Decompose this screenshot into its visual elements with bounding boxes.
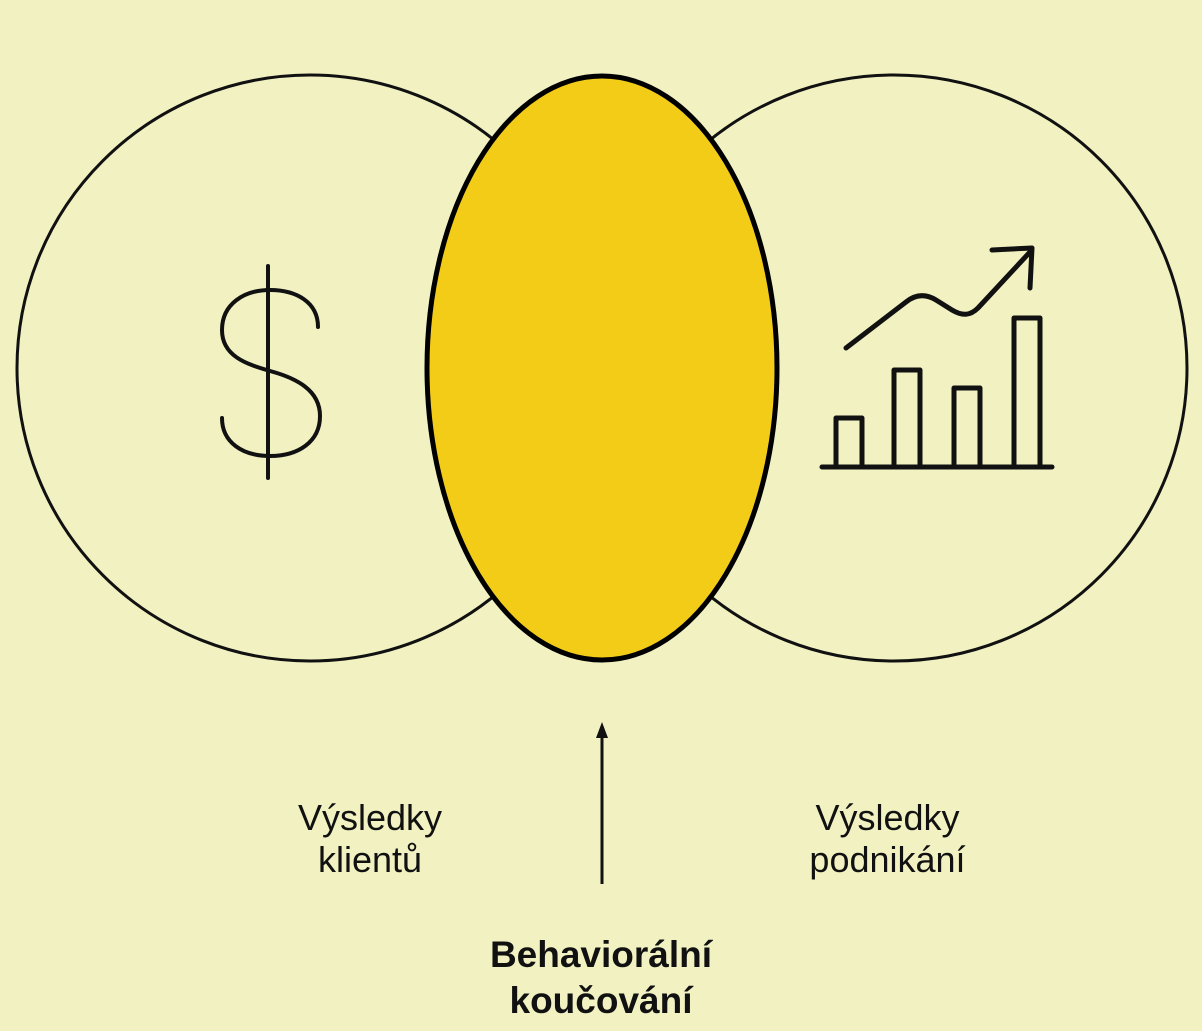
right-label-line1: Výsledky bbox=[815, 797, 960, 838]
left-label-line1: Výsledky bbox=[297, 797, 443, 838]
right-label-line2: podnikání bbox=[809, 839, 966, 880]
left-label-line2: klientů bbox=[317, 839, 423, 880]
chart-bar-1 bbox=[833, 415, 865, 470]
left-circle-label: Výsledky klientů bbox=[260, 797, 480, 881]
overlap-label: Behaviorální koučování bbox=[450, 932, 752, 1024]
chart-trend-line bbox=[843, 249, 1033, 351]
right-circle-label: Výsledky podnikání bbox=[770, 797, 1005, 881]
chart-bar-4 bbox=[1011, 315, 1043, 470]
chart-trend-arrowhead bbox=[989, 245, 1035, 291]
overlap-label-line2: koučování bbox=[509, 980, 693, 1021]
overlap-ellipse bbox=[424, 73, 780, 663]
up-arrow-icon bbox=[596, 722, 608, 884]
chart-bar-3 bbox=[951, 385, 983, 470]
dollar-icon bbox=[220, 264, 322, 480]
overlap-label-line1: Behaviorální bbox=[489, 934, 713, 975]
growth-chart-icon bbox=[819, 245, 1055, 470]
chart-bar-2 bbox=[891, 367, 923, 470]
